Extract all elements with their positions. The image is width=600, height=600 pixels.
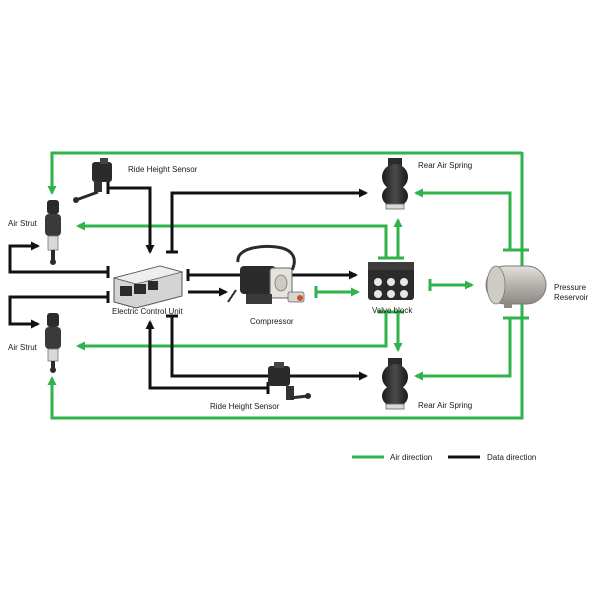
air-strut-icon <box>45 200 61 265</box>
ecu-label: Electric Control Unit <box>112 307 183 316</box>
data-line-top-sensor-to-ecu <box>108 186 155 254</box>
rear-air-spring-bottom: Rear Air Spring <box>382 358 472 410</box>
legend-air-label: Air direction <box>390 453 432 462</box>
air-strut-top: Air Strut <box>8 200 61 265</box>
legend-data-label: Data direction <box>487 453 536 462</box>
legend: Air direction Data direction <box>352 453 536 462</box>
pressure-reservoir: Pressure Reservoir <box>485 265 589 308</box>
air-line-valve-to-bottom-strut <box>76 312 388 351</box>
compressor-icon <box>227 245 305 304</box>
air-spring-icon <box>382 358 408 410</box>
reservoir-label-line1: Pressure <box>554 283 587 292</box>
air-strut-top-label: Air Strut <box>8 219 38 228</box>
rear-air-spring-top-label: Rear Air Spring <box>418 161 472 170</box>
ride-height-sensor-icon <box>268 362 311 400</box>
ride-height-sensor-icon <box>73 158 112 203</box>
ride-height-sensor-top: Ride Height Sensor <box>73 158 198 203</box>
data-line-bottom-sensor-to-ecu <box>145 320 268 390</box>
compressor-label: Compressor <box>250 317 294 326</box>
data-line-ecu-to-bottom-spring <box>170 316 368 381</box>
reservoir-label-line2: Reservoir <box>554 293 589 302</box>
air-strut-bottom-label: Air Strut <box>8 343 38 352</box>
air-spring-icon <box>382 158 408 210</box>
air-line-reservoir-to-bottom-spring <box>414 318 512 381</box>
valve-block-icon <box>368 262 414 300</box>
pressure-reservoir-icon <box>485 265 547 308</box>
air-line-reservoir-to-top-strut <box>47 151 524 195</box>
data-lines <box>8 182 368 394</box>
air-line-reservoir-to-top-spring <box>414 188 512 250</box>
data-line-ecu-to-top-spring <box>170 188 368 252</box>
rear-air-spring-bottom-label: Rear Air Spring <box>418 401 472 410</box>
ride-height-sensor-top-label: Ride Height Sensor <box>128 165 198 174</box>
ecu-icon <box>112 265 184 309</box>
valve-block-label: Valve block <box>372 306 413 315</box>
compressor: Compressor <box>227 245 305 326</box>
data-line-ecu-to-bottom-strut <box>8 295 108 329</box>
air-strut-bottom: Air Strut <box>8 313 61 373</box>
rear-air-spring-top: Rear Air Spring <box>382 158 472 210</box>
ride-height-sensor-bottom-label: Ride Height Sensor <box>210 402 280 411</box>
data-line-ecu-to-top-strut <box>8 241 108 274</box>
valve-block: Valve block <box>368 262 414 315</box>
ride-height-sensor-bottom: Ride Height Sensor <box>210 362 311 411</box>
air-line-valve-to-top-strut <box>76 221 388 258</box>
air-strut-icon <box>45 313 61 373</box>
air-lines <box>47 151 529 420</box>
electric-control-unit: Electric Control Unit <box>112 265 184 316</box>
air-line-reservoir-to-bottom-strut <box>47 300 524 420</box>
